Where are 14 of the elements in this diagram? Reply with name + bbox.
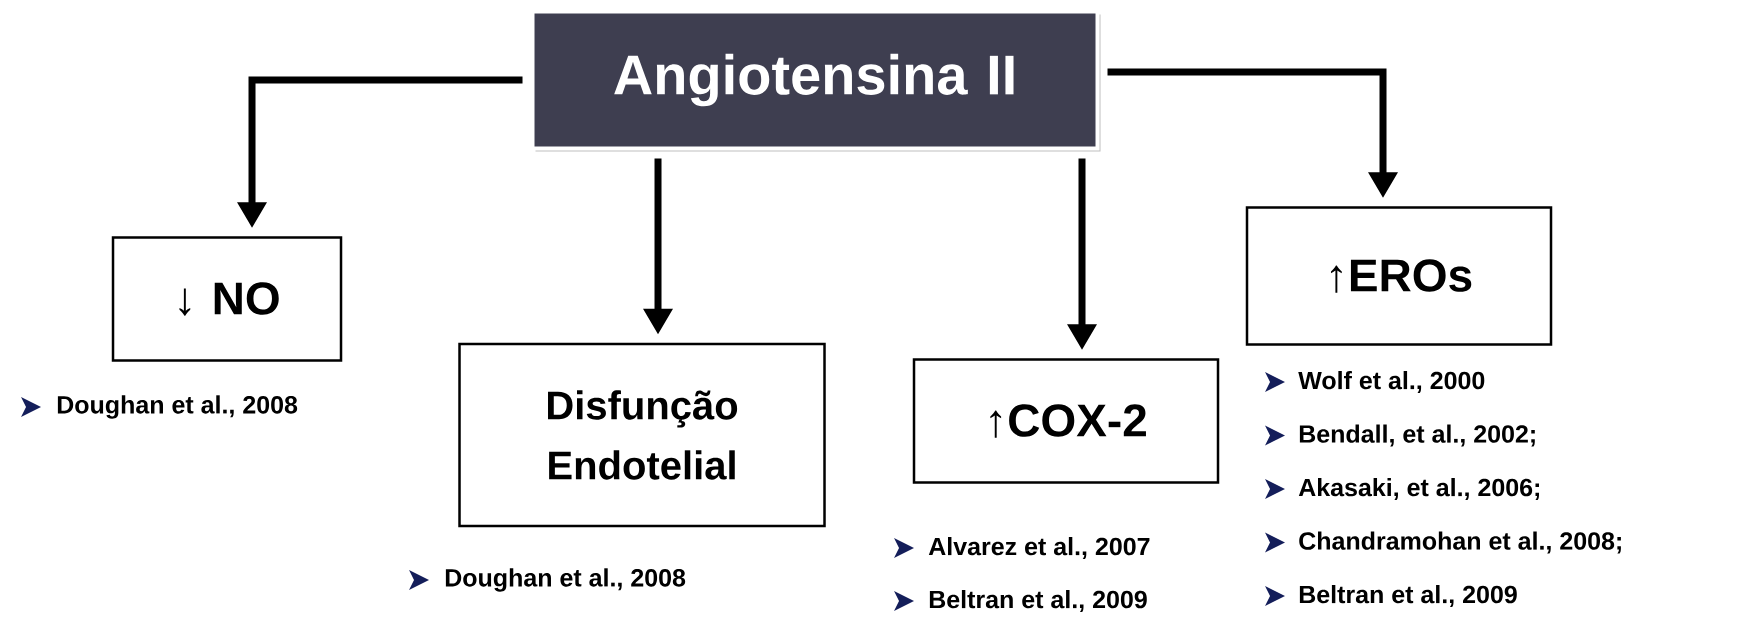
process-box: ↓ NO <box>111 236 343 362</box>
title-box: Angiotensina II <box>530 9 1101 152</box>
reference-text: Doughan et al., 2008 <box>57 395 298 419</box>
reference-text: Beltran et al., 2009 <box>1299 585 1517 607</box>
process-box: ↑COX-2 <box>912 358 1220 484</box>
reference-text: Chandramohan et al., 2008; <box>1299 531 1621 554</box>
reference-text: Bendall, et al., 2002; <box>1299 424 1535 447</box>
process-box: ↑EROs <box>1245 206 1553 346</box>
reference-text: Alvarez et al., 2007 <box>928 537 1150 559</box>
process-box: Disfunção Endotelial <box>458 342 826 528</box>
reference-text: Beltran et al., 2009 <box>929 590 1147 612</box>
reference-text: Akasaki, et al., 2006; <box>1298 478 1539 500</box>
reference-text: Wolf et al., 2000 <box>1298 371 1485 393</box>
reference-text: Doughan et al., 2008 <box>445 568 686 592</box>
